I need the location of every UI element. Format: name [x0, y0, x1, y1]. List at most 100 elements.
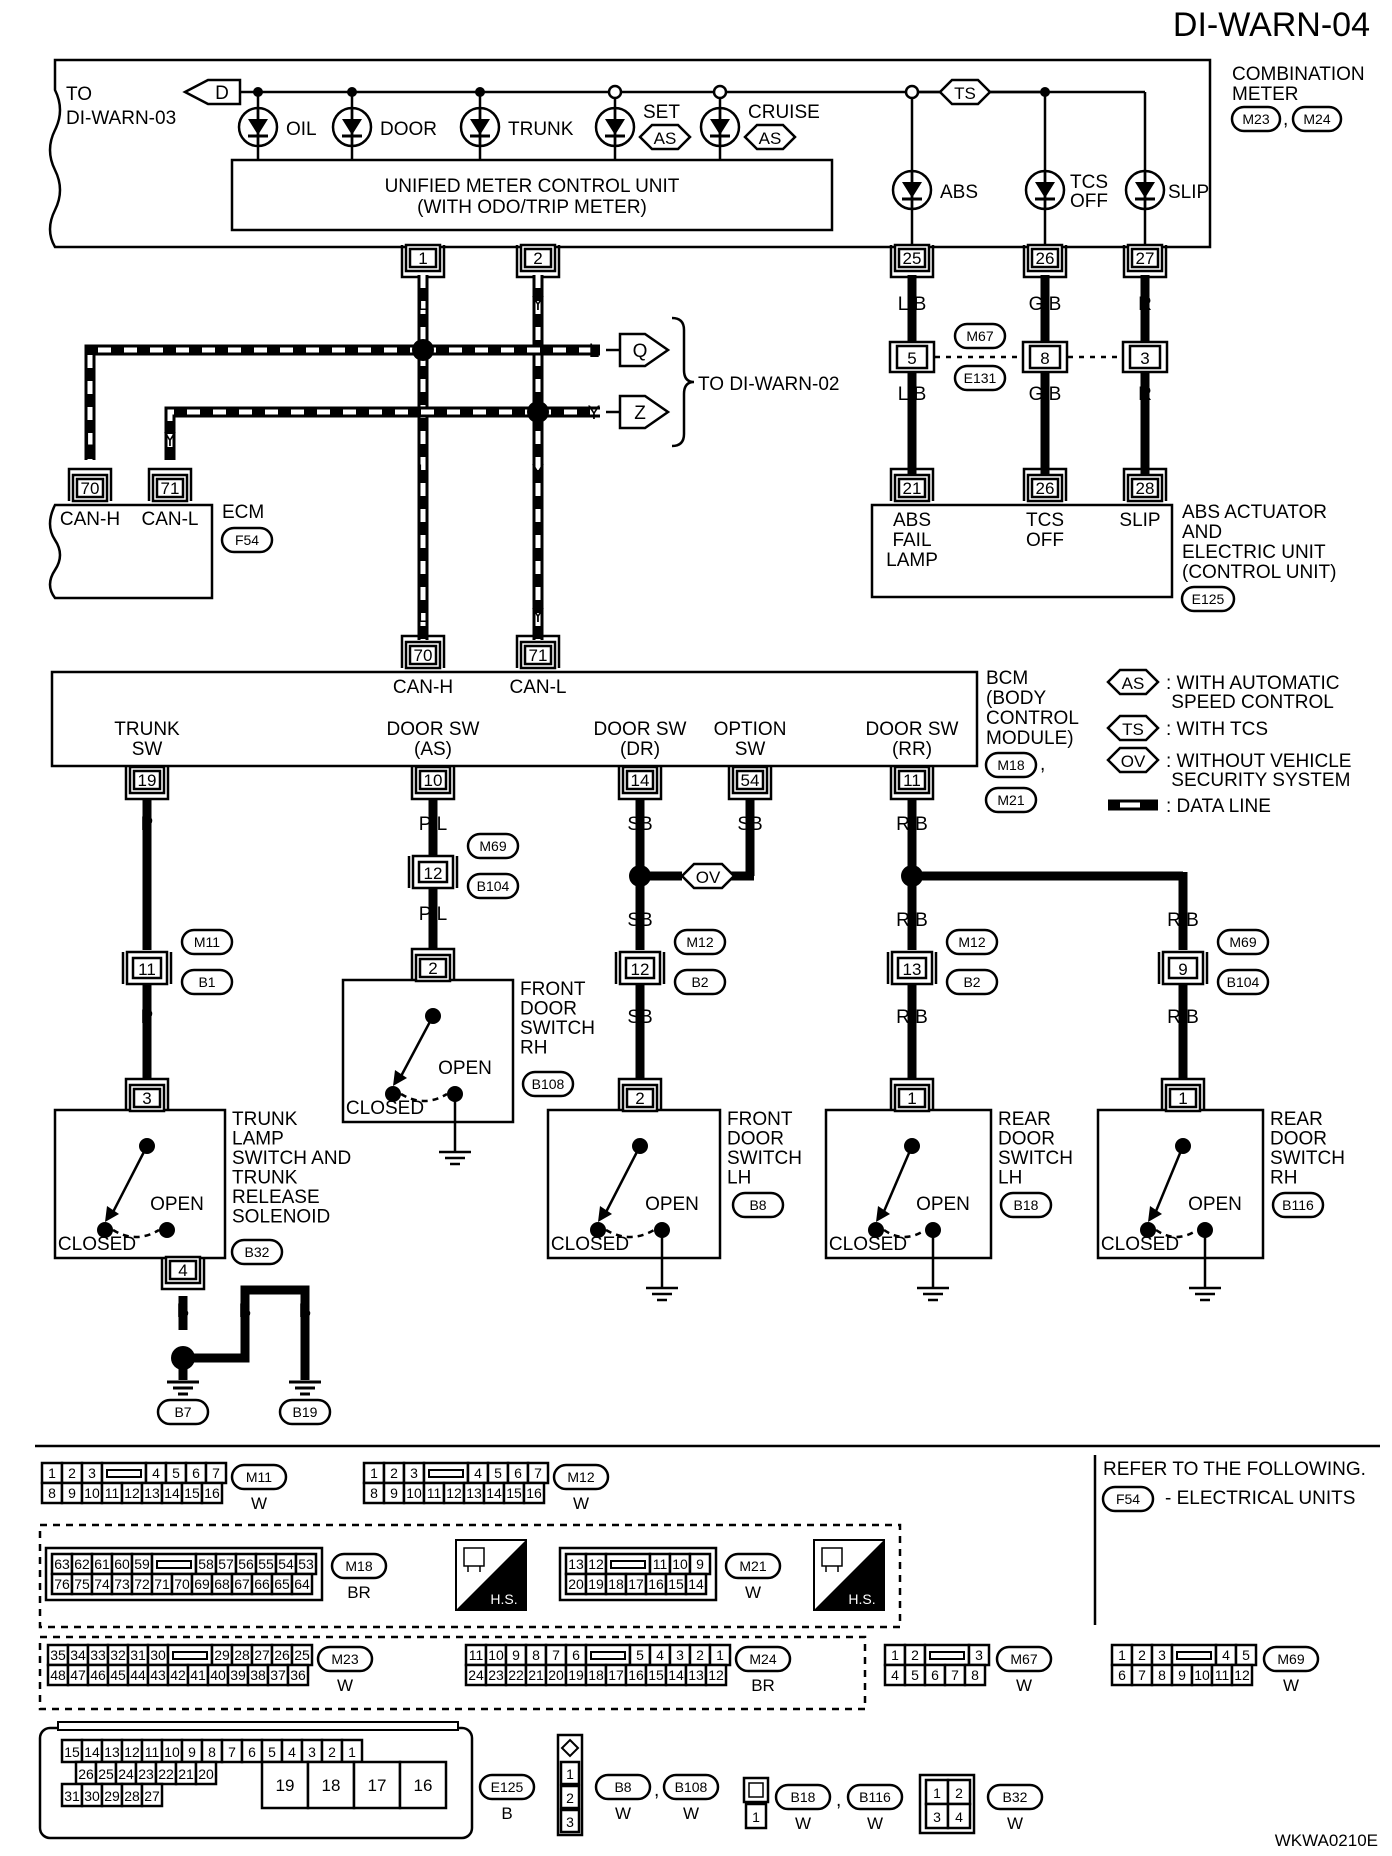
svg-text:69: 69	[194, 1576, 210, 1592]
svg-text:10: 10	[164, 1744, 180, 1760]
svg-text:72: 72	[134, 1576, 150, 1592]
svg-text:1: 1	[1118, 1647, 1126, 1663]
meter-pin-2: 2	[515, 243, 561, 279]
svg-text:32: 32	[110, 1647, 126, 1663]
svg-text:BR: BR	[751, 1676, 775, 1695]
ecm: ECM F54 CAN-H CAN-L	[48, 502, 274, 600]
svg-text:14: 14	[486, 1485, 502, 1501]
svg-text:W: W	[1007, 1814, 1023, 1833]
svg-text:29: 29	[214, 1647, 230, 1663]
svg-text:11: 11	[653, 1556, 668, 1572]
svg-text:27: 27	[254, 1647, 270, 1663]
svg-text:B8: B8	[614, 1779, 631, 1795]
svg-text:12: 12	[446, 1485, 462, 1501]
svg-text:4: 4	[152, 1465, 160, 1481]
svg-text:AS: AS	[654, 129, 677, 148]
svg-text:12: 12	[124, 1485, 140, 1501]
switch-pin-top: 1	[889, 1077, 935, 1113]
inline-m67-pin-8: 8	[1021, 340, 1069, 374]
svg-text:W: W	[867, 1814, 883, 1833]
svg-text:TS: TS	[1122, 720, 1144, 739]
svg-text:31: 31	[64, 1788, 80, 1804]
svg-text:23: 23	[138, 1766, 154, 1782]
wire-color-sb-mid: SB	[627, 910, 652, 931]
wire-color-y-bcm: Y	[532, 606, 545, 627]
svg-text:58: 58	[198, 1556, 214, 1572]
svg-text:3: 3	[308, 1744, 316, 1760]
svg-text:,: ,	[1040, 754, 1045, 775]
svg-text:63: 63	[54, 1556, 70, 1572]
svg-text:B116: B116	[859, 1789, 891, 1805]
svg-text:3: 3	[410, 1465, 418, 1481]
lamp-label-oil: OIL	[286, 119, 317, 140]
bcm-pin-11: 11	[889, 765, 935, 801]
meter-pin-27: 27	[1122, 243, 1168, 279]
svg-text:9: 9	[1178, 960, 1187, 979]
svg-text:B2: B2	[691, 974, 708, 990]
svg-text:39: 39	[230, 1667, 246, 1683]
svg-text:25: 25	[294, 1647, 310, 1663]
to-di-warn-02-bracket	[671, 316, 695, 448]
wire-color-l-ecm: L	[85, 430, 96, 451]
svg-text:14: 14	[668, 1667, 684, 1683]
lamp-cruise-icon	[699, 106, 741, 148]
wire-color-gb: G/B	[1029, 294, 1062, 315]
switch-pin-top: 2	[617, 1077, 663, 1113]
svg-text:M24: M24	[749, 1651, 776, 1667]
svg-text:73: 73	[114, 1576, 130, 1592]
svg-text:11: 11	[469, 1647, 484, 1663]
svg-text:B104: B104	[1227, 974, 1260, 990]
ecm-pin-71: 71	[147, 467, 193, 503]
svg-text:B32: B32	[1003, 1789, 1028, 1805]
legend-as: AS : WITH AUTOMATIC SPEED CONTROL	[1106, 668, 1339, 713]
svg-text:: WITH AUTOMATIC SPEED CONTRO: : WITH AUTOMATIC SPEED CONTROL	[1166, 673, 1339, 713]
meter-pin-1: 1	[400, 243, 446, 279]
svg-text:71: 71	[154, 1576, 170, 1592]
svg-text:4: 4	[1222, 1647, 1230, 1663]
abs-pin-21: 21	[889, 467, 935, 503]
switch-open-label: OPEN	[438, 1058, 492, 1079]
svg-text:70: 70	[81, 479, 100, 498]
svg-text:25: 25	[903, 249, 922, 268]
wire-color-pl: P/L	[419, 814, 448, 835]
svg-text:9: 9	[512, 1647, 520, 1663]
svg-text:30: 30	[84, 1788, 100, 1804]
svg-text:18: 18	[322, 1776, 341, 1795]
switch-closed-label: CLOSED	[58, 1234, 136, 1255]
svg-text:2: 2	[911, 1647, 919, 1663]
svg-text:19: 19	[276, 1776, 295, 1795]
harness-side-icon: H.S.	[455, 1539, 527, 1611]
svg-text:F54: F54	[1116, 1491, 1140, 1507]
svg-text:28: 28	[124, 1788, 140, 1804]
svg-text:W: W	[573, 1494, 589, 1513]
svg-text:4: 4	[474, 1465, 482, 1481]
svg-text:M23: M23	[1242, 111, 1269, 127]
svg-text:M69: M69	[479, 838, 506, 854]
svg-text:M12: M12	[567, 1469, 594, 1485]
option-tag-as-1: AS	[638, 123, 692, 151]
svg-text:4: 4	[288, 1744, 296, 1760]
svg-text:TS: TS	[954, 84, 976, 103]
svg-text:8: 8	[48, 1485, 56, 1501]
lamp-label-door: DOOR	[380, 119, 437, 140]
svg-text:74: 74	[94, 1576, 110, 1592]
svg-text:7: 7	[951, 1667, 959, 1683]
lamp-abs-icon	[891, 169, 933, 211]
svg-text:71: 71	[161, 479, 180, 498]
svg-text:12: 12	[1234, 1667, 1250, 1683]
svg-text:61: 61	[94, 1556, 110, 1572]
svg-text:27: 27	[1136, 249, 1155, 268]
svg-text:2: 2	[390, 1465, 398, 1481]
